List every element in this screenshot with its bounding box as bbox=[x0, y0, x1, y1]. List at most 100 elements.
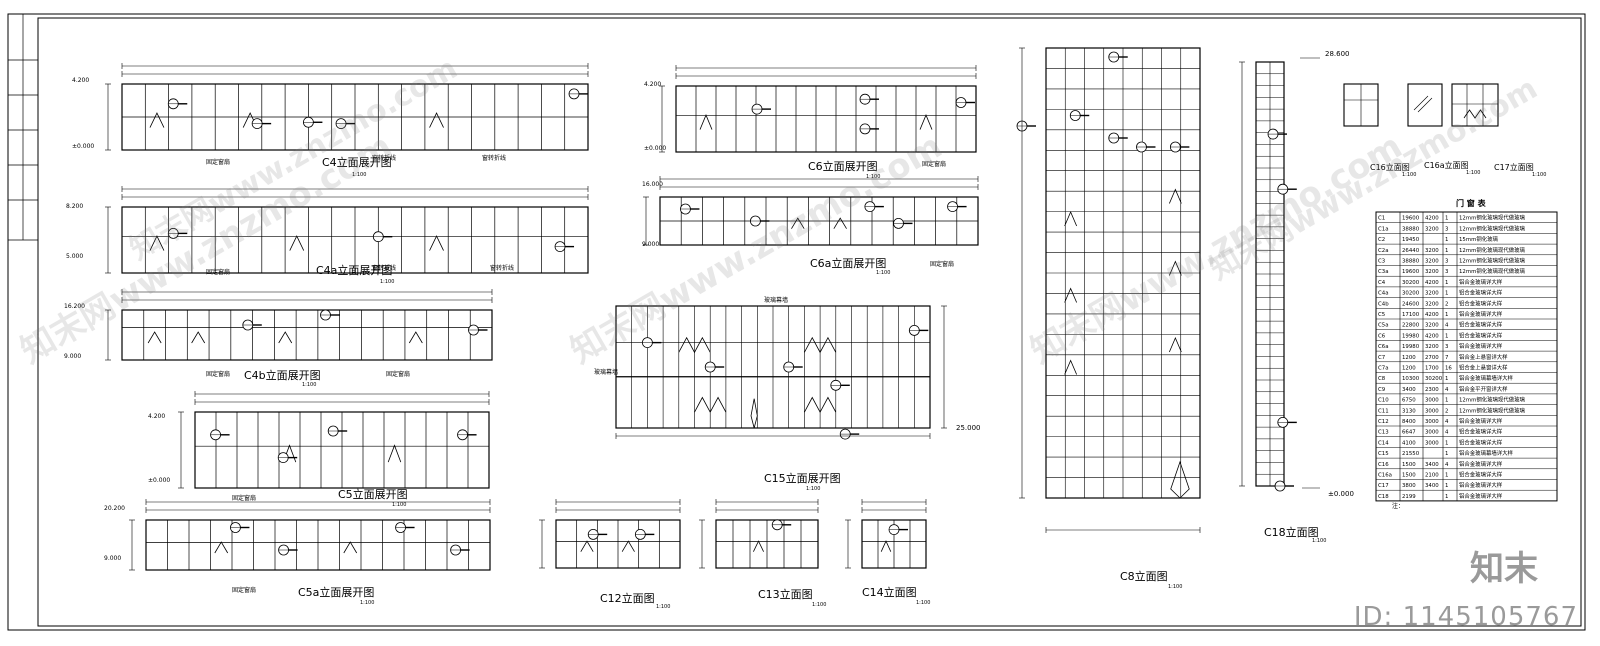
c4a-title: C4a立面展开图 bbox=[316, 263, 392, 277]
schedule-cell: 12mm钢化玻璃现代做玻璃 bbox=[1459, 224, 1525, 232]
c16a-title: C16a立面图 bbox=[1424, 160, 1469, 170]
schedule-cell: 3400 bbox=[1425, 462, 1439, 468]
schedule-cell: C18 bbox=[1378, 494, 1389, 500]
schedule-cell: 1 bbox=[1445, 473, 1448, 479]
schedule-cell: 30200 bbox=[1402, 280, 1420, 286]
schedule-cell: C2 bbox=[1378, 237, 1385, 243]
schedule-cell: 3200 bbox=[1425, 291, 1439, 297]
schedule-cell: 38880 bbox=[1402, 259, 1420, 265]
schedule-cell: 1 bbox=[1445, 248, 1448, 254]
vent-triangle bbox=[149, 112, 165, 128]
schedule-cell: C10 bbox=[1378, 398, 1389, 404]
vent-triangle bbox=[1168, 336, 1182, 353]
schedule-cell: 4200 bbox=[1425, 280, 1439, 286]
schedule-cell: C7 bbox=[1378, 355, 1385, 361]
c14-elevation bbox=[845, 499, 927, 569]
vent-triangle bbox=[791, 217, 805, 229]
c4b-note-2: 固定窗扇 bbox=[386, 370, 410, 378]
schedule-cell: 26440 bbox=[1402, 248, 1420, 254]
schedule-cell: C12 bbox=[1378, 419, 1389, 425]
c5a-elev-bot: 9.000 bbox=[104, 555, 121, 562]
c17-title: C17立面图 bbox=[1494, 162, 1534, 172]
vent-double bbox=[804, 396, 837, 413]
schedule-cell: C15 bbox=[1378, 451, 1389, 457]
c6a-title: C6a立面展开图 bbox=[810, 256, 886, 270]
schedule-cell: 铝合金玻璃幕墙详大样 bbox=[1459, 374, 1514, 382]
schedule-cell: 3 bbox=[1445, 269, 1448, 275]
schedule-cell: C17 bbox=[1378, 483, 1389, 489]
vent-double bbox=[678, 336, 711, 354]
schedule-cell: 12mm钢化玻璃现代做玻璃 bbox=[1459, 214, 1525, 222]
vent-triangle bbox=[880, 540, 892, 552]
frame-outline bbox=[121, 309, 493, 361]
c4b-title: C4b立面展开图 bbox=[244, 368, 321, 382]
schedule-cell: 15mm钢化玻璃 bbox=[1459, 235, 1499, 243]
c12-scale: 1:100 bbox=[656, 604, 670, 610]
schedule-cell: C4a bbox=[1378, 291, 1389, 297]
schedule-cell: 2300 bbox=[1425, 387, 1439, 393]
c13-elevation bbox=[699, 499, 819, 569]
vent-triangle bbox=[278, 331, 293, 344]
c5a-note-1: 固定窗扇 bbox=[232, 586, 256, 594]
c6-note-1: 固定窗扇 bbox=[922, 160, 946, 168]
schedule-cell: 4200 bbox=[1425, 312, 1439, 318]
schedule-cell: 铝合金玻璃详大样 bbox=[1459, 321, 1503, 329]
elevations-layer bbox=[105, 47, 1499, 571]
hatch bbox=[1417, 97, 1433, 113]
schedule-cell: C16a bbox=[1378, 473, 1392, 479]
c6a-elev-top: 16.000 bbox=[642, 181, 663, 188]
schedule-cell: 30200 bbox=[1425, 376, 1443, 382]
schedule-cell: 2100 bbox=[1425, 473, 1439, 479]
schedule-cell: C5a bbox=[1378, 323, 1389, 329]
c16-group bbox=[1343, 83, 1499, 127]
c4a-note-3: 窗转折线 bbox=[490, 264, 514, 272]
schedule-cell: 3800 bbox=[1402, 483, 1416, 489]
schedule-cell: 10300 bbox=[1402, 376, 1420, 382]
schedule-cell: C4b bbox=[1378, 301, 1389, 307]
vent-triangle bbox=[1168, 188, 1182, 204]
schedule-cell: 铝合金玻璃详大样 bbox=[1459, 289, 1503, 297]
schedule-cell: 12mm钢化玻璃现代做玻璃 bbox=[1459, 396, 1525, 404]
schedule-cell: 铝合金上悬窗详大样 bbox=[1459, 364, 1508, 372]
c4-elev-bot: ±0.000 bbox=[72, 143, 94, 150]
schedule-cell: 4 bbox=[1445, 430, 1449, 436]
diamond-vent bbox=[1170, 460, 1190, 499]
title-strip bbox=[8, 13, 38, 241]
c16-scale: 1:100 bbox=[1402, 172, 1416, 178]
schedule-cell: 3200 bbox=[1425, 301, 1439, 307]
schedule-cell: C11 bbox=[1378, 408, 1389, 414]
schedule-cell: 12mm钢化玻璃现代做玻璃 bbox=[1459, 246, 1525, 254]
vent-triangle bbox=[191, 331, 206, 344]
c5-title: C5立面展开图 bbox=[338, 487, 408, 501]
c8-title: C8立面图 bbox=[1120, 569, 1168, 583]
schedule-cell: 1200 bbox=[1402, 355, 1416, 361]
schedule-cell: 12mm钢化玻璃现代做玻璃 bbox=[1459, 267, 1525, 275]
schedule-cell: 3200 bbox=[1425, 323, 1439, 329]
schedule-cell: 3200 bbox=[1425, 248, 1439, 254]
vent-triangle bbox=[833, 217, 847, 229]
schedule-cell: 3 bbox=[1445, 344, 1448, 350]
schedule-cell: 1500 bbox=[1402, 473, 1416, 479]
schedule-cell: C7a bbox=[1378, 366, 1389, 372]
schedule-cell: 30200 bbox=[1402, 291, 1420, 297]
schedule-cell: 铝合金玻璃详大样 bbox=[1459, 492, 1503, 500]
vent-double bbox=[804, 336, 837, 354]
c6-elevation bbox=[659, 65, 977, 153]
image-id-label: ID: 1145105767 bbox=[1353, 602, 1578, 632]
vent-triangle bbox=[289, 235, 305, 251]
hatch bbox=[1413, 95, 1429, 111]
c16a-frame bbox=[1407, 83, 1443, 127]
c5-note-1: 固定窗扇 bbox=[232, 494, 256, 502]
c15-elev: 25.000 bbox=[956, 424, 981, 432]
c4b-scale: 1:100 bbox=[302, 382, 316, 388]
schedule-cell: 铝合金玻璃详大样 bbox=[1459, 460, 1503, 468]
vent-triangle bbox=[621, 540, 635, 552]
vent-double bbox=[694, 396, 727, 413]
schedule-cell: C8 bbox=[1378, 376, 1386, 382]
schedule-cell: 铝合金玻璃详大样 bbox=[1459, 438, 1503, 446]
schedule-cell: 24600 bbox=[1402, 301, 1420, 307]
c4a-note-2: 窗转折线 bbox=[372, 264, 396, 272]
schedule-cell: 1 bbox=[1445, 398, 1448, 404]
